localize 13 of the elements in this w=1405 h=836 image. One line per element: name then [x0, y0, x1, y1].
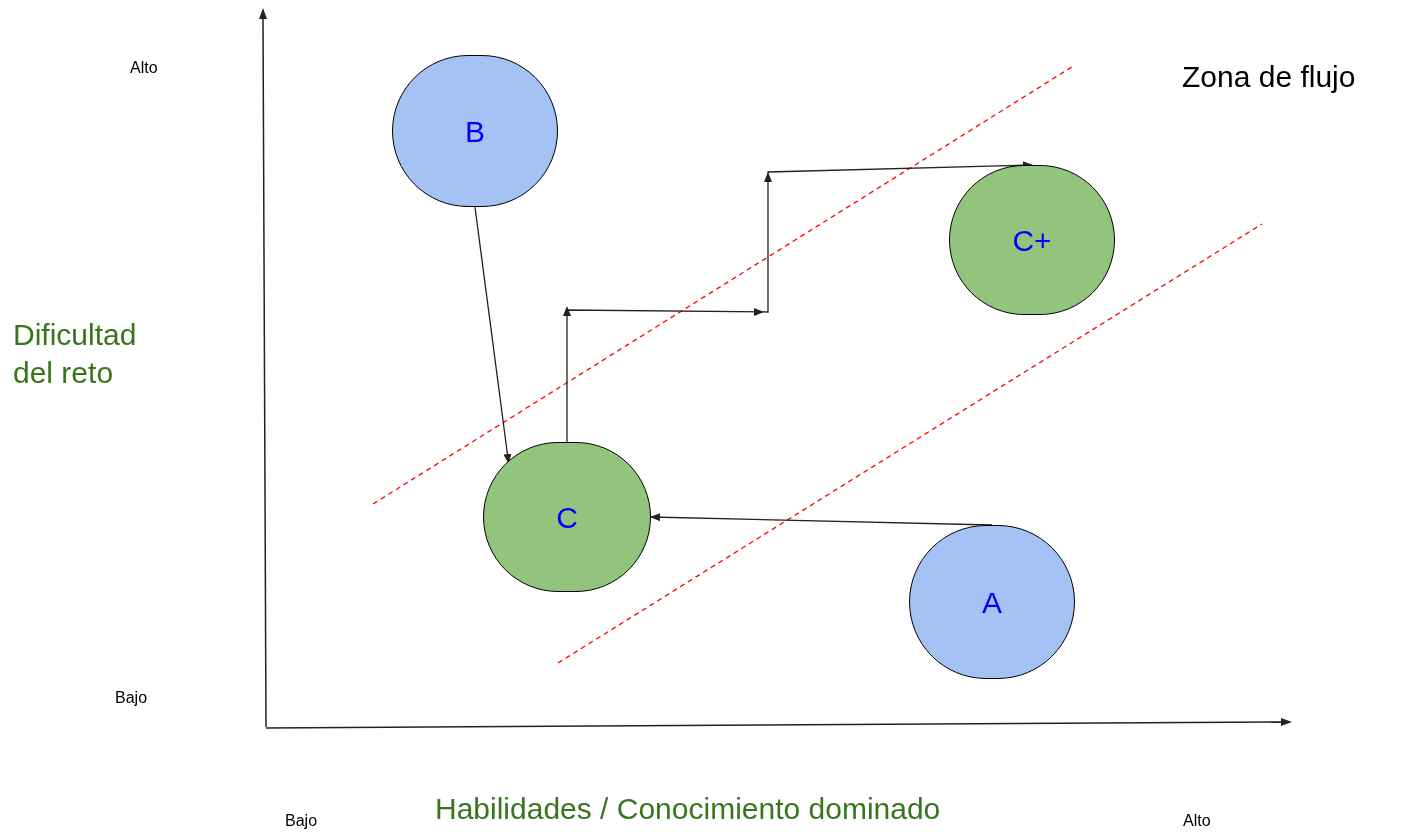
- node-label: A: [982, 584, 1002, 621]
- arrow: [474, 206, 512, 464]
- node-label: C: [556, 499, 578, 536]
- axis-label: Zona de flujo: [1182, 59, 1356, 95]
- axis-label: Alto: [1183, 811, 1211, 831]
- axis-label: Dificultad del reto: [13, 317, 138, 391]
- axis-label: Bajo: [115, 688, 148, 708]
- axis-label: Habilidades / Conocimiento dominado: [435, 791, 941, 827]
- node-label: C+: [1012, 222, 1052, 259]
- axis-label: Bajo: [285, 811, 318, 831]
- axis-label: Alto: [130, 58, 158, 78]
- arrow: [563, 161, 1033, 443]
- node-label: B: [465, 113, 485, 150]
